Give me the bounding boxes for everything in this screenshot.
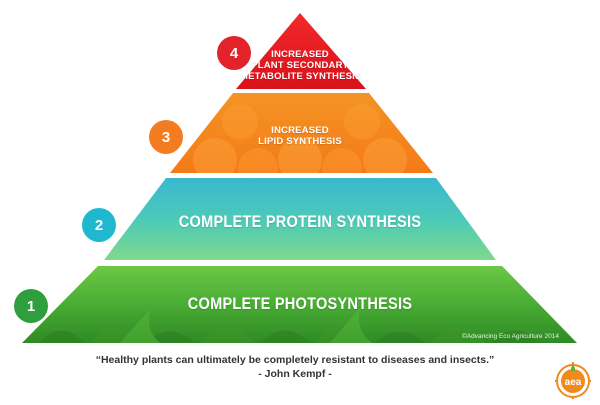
tier-2-shape xyxy=(104,178,496,260)
tier-4-shape xyxy=(236,13,366,89)
tier-2-number: 2 xyxy=(94,216,104,234)
tier-3-shape xyxy=(170,93,433,173)
orange-texture xyxy=(193,104,407,173)
tier-1-shape xyxy=(22,266,577,343)
tier-4-label: INCREASED PLANT SECONDARY METABOLITE SYN… xyxy=(240,49,362,83)
tier-3-label: INCREASED LIPID SYNTHESIS xyxy=(240,125,360,148)
tier-2-label-line-1: COMPLETE PROTEIN SYNTHESIS xyxy=(178,213,422,231)
leaf-icon xyxy=(571,365,575,372)
tier-3-number: 3 xyxy=(161,128,171,146)
quote-author: - John Kempf - xyxy=(258,368,332,380)
tier-4-label-line-1: INCREASED xyxy=(271,49,329,60)
tier-2-number-badge: 2 xyxy=(82,208,116,242)
tier-3-label-line-1: INCREASED xyxy=(271,125,329,136)
tier-1-number: 1 xyxy=(26,297,36,315)
tier-3-label-line-2: LIPID SYNTHESIS xyxy=(258,135,342,147)
tier-1-label-line-1: COMPLETE PHOTOSYNTHESIS xyxy=(187,295,413,313)
tier-3-number-badge: 3 xyxy=(149,120,183,154)
tier-2-label: COMPLETE PROTEIN SYNTHESIS xyxy=(168,213,432,232)
aea-logo: aea xyxy=(555,362,591,399)
quote-text: “Healthy plants can ultimately be comple… xyxy=(95,354,495,366)
tier-4-label-line-3: METABOLITE SYNTHESIS xyxy=(240,70,362,82)
tier-4-label-line-2: PLANT SECONDARY xyxy=(251,59,349,71)
leaf-texture xyxy=(40,308,540,343)
copyright-notice: ©Advancing Eco Agriculture 2014 xyxy=(462,333,559,340)
tier-1-number-badge: 1 xyxy=(14,289,48,323)
tier-4-number: 4 xyxy=(229,44,239,62)
tier-4-number-badge: 4 xyxy=(217,36,251,70)
logo-text: aea xyxy=(565,377,582,388)
tier-1-label: COMPLETE PHOTOSYNTHESIS xyxy=(168,295,432,314)
